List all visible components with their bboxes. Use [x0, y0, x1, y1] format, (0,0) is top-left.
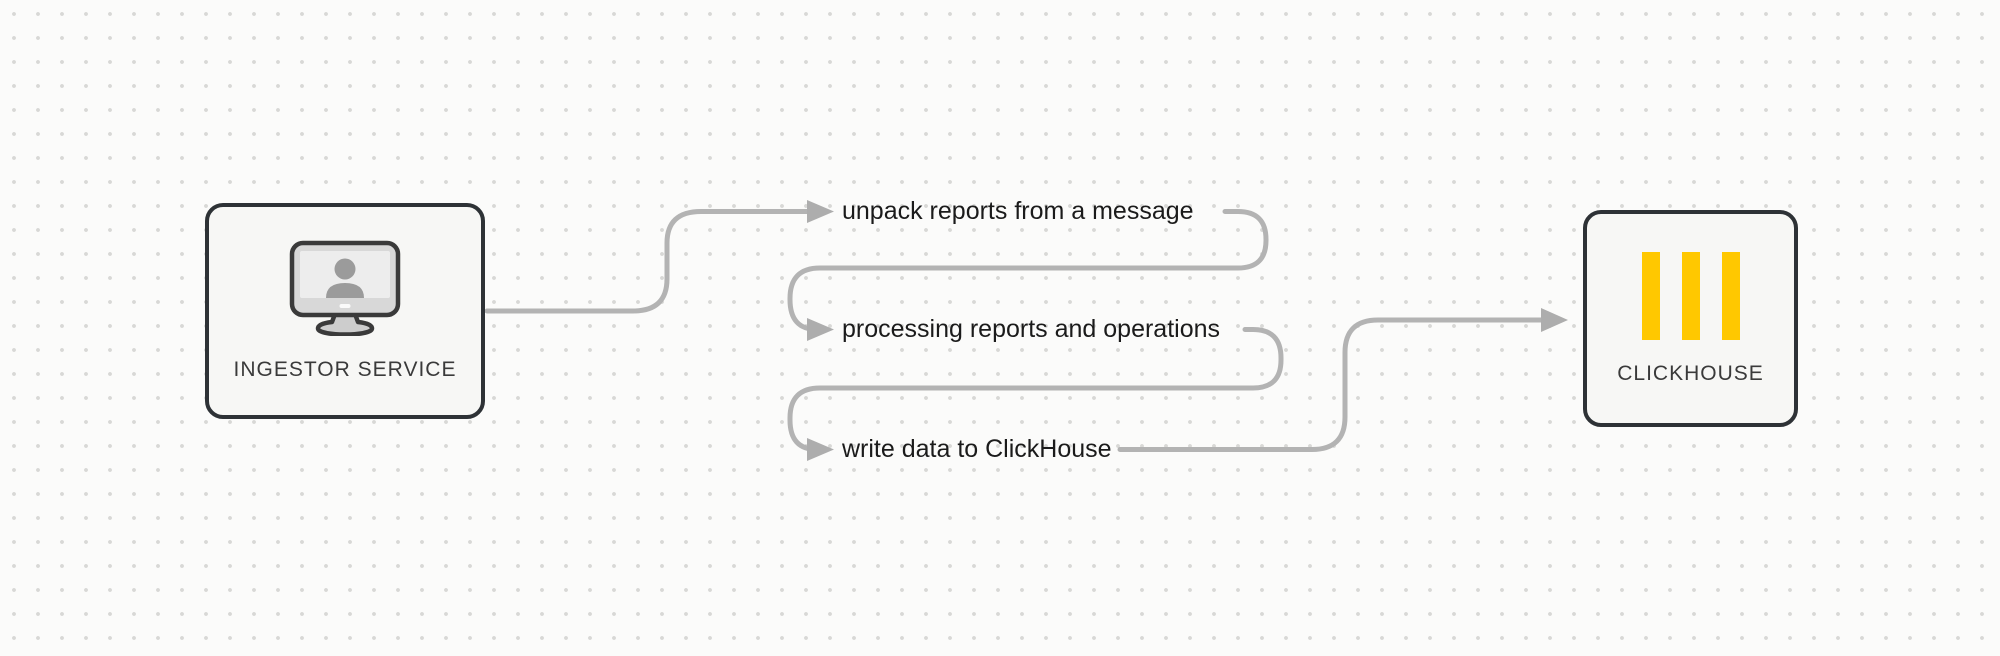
arrowhead-icon [807, 318, 834, 341]
monitor-user-icon [289, 240, 401, 336]
clickhouse-logo-icon [1641, 251, 1740, 340]
node-ingestor-service[interactable]: INGESTOR SERVICE [205, 203, 485, 419]
step-label-processing-reports[interactable]: processing reports and operations [842, 315, 1221, 343]
step-label-unpack-reports[interactable]: unpack reports from a message [842, 197, 1194, 225]
arrowhead-icon [807, 200, 834, 223]
node-label-clickhouse: CLICKHOUSE [1617, 361, 1764, 385]
step-label-write-data[interactable]: write data to ClickHouse [842, 435, 1112, 463]
arrowhead-icon [807, 438, 834, 461]
node-clickhouse[interactable]: CLICKHOUSE [1583, 210, 1798, 427]
user-silhouette-icon [326, 258, 364, 298]
node-label-ingestor-service: INGESTOR SERVICE [233, 358, 457, 381]
connector-ingestor-to-step1 [484, 209, 810, 314]
arrowhead-icon [1541, 308, 1568, 332]
